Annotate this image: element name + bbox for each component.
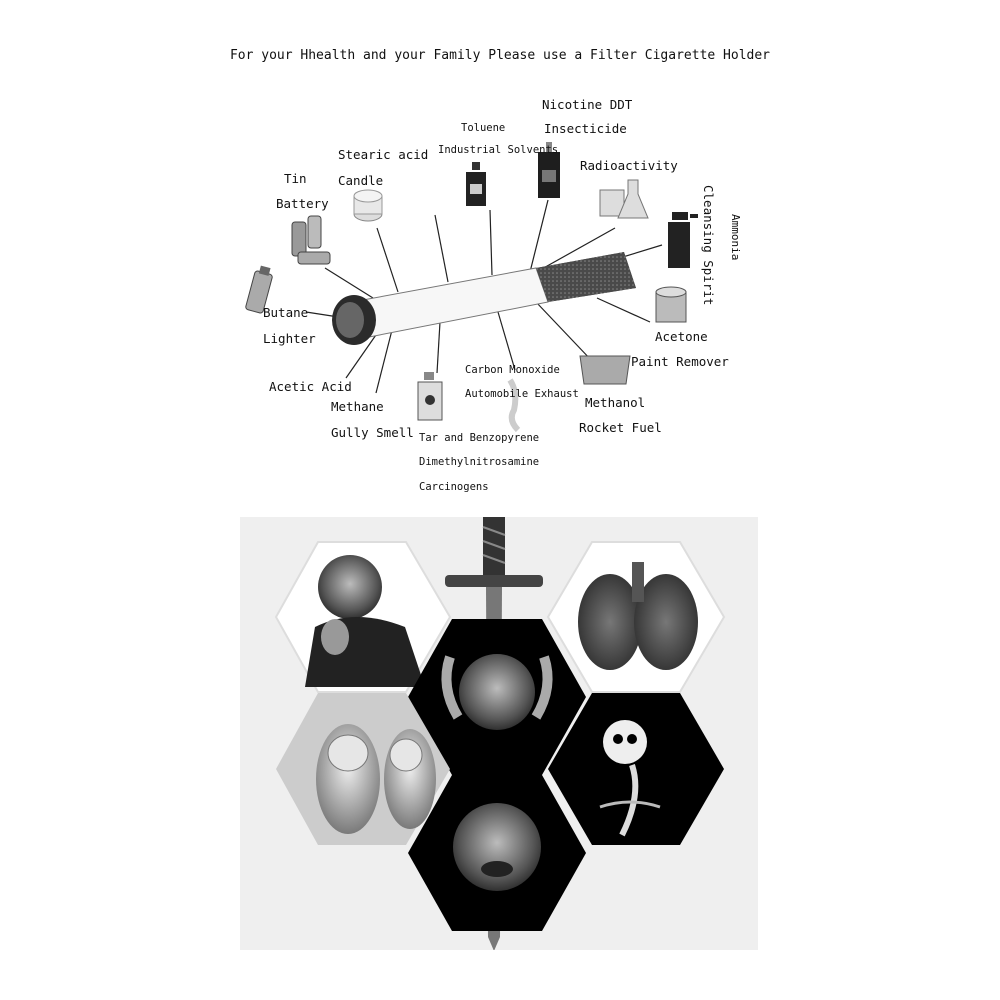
insecticide-can-icon bbox=[538, 142, 560, 198]
label-ammonia: Ammonia bbox=[729, 214, 742, 261]
label-insecticide: Insecticide bbox=[544, 121, 627, 136]
page-title: For your Hhealth and your Family Please … bbox=[229, 48, 771, 63]
battery-icon bbox=[291, 215, 331, 265]
label-candle: Candle bbox=[338, 173, 384, 188]
label-stearic-acid: Stearic acid bbox=[338, 147, 429, 162]
lighter-icon bbox=[245, 265, 273, 314]
coughing-man-hexagon bbox=[274, 541, 452, 693]
health-effects-panel bbox=[240, 517, 758, 951]
skeleton-hexagon bbox=[548, 693, 724, 845]
label-acetone: Acetone bbox=[655, 329, 708, 344]
paint-bucket-icon bbox=[655, 286, 687, 323]
crying-child-hexagon bbox=[408, 775, 586, 931]
spray-bottle-icon bbox=[668, 212, 698, 268]
label-dimethylnitrosamine: Dimethylnitrosamine bbox=[419, 456, 540, 468]
label-automobile-exhaust: Automobile Exhaust bbox=[465, 388, 579, 400]
label-carcinogens: Carcinogens bbox=[419, 481, 489, 493]
exhaust-smoke-icon bbox=[507, 378, 521, 433]
label-industrial-solvents: Industrial Solvents bbox=[438, 144, 559, 156]
poison-bottle-icon bbox=[417, 372, 443, 421]
label-battery: Battery bbox=[276, 196, 329, 211]
label-toluene: Toluene bbox=[461, 122, 506, 134]
toluene-bottle-icon bbox=[466, 162, 486, 206]
label-rocket-fuel: Rocket Fuel bbox=[579, 420, 662, 435]
candle-icon bbox=[353, 189, 383, 222]
label-radioactivity: Radioactivity bbox=[580, 158, 678, 173]
headache-hexagon bbox=[408, 619, 586, 775]
fingernails-hexagon bbox=[276, 693, 450, 845]
lab-glassware-icon bbox=[599, 179, 649, 219]
label-cleansing-spirit: Cleansing Spirit bbox=[701, 185, 716, 306]
label-gully-smell: Gully Smell bbox=[331, 425, 414, 440]
label-methane: Methane bbox=[331, 399, 384, 414]
label-tin: Tin bbox=[284, 171, 307, 186]
label-butane: Butane bbox=[263, 305, 309, 320]
label-tar-benzopyrene: Tar and Benzopyrene bbox=[419, 432, 540, 444]
cigarette-diagram bbox=[245, 142, 698, 433]
paint-remover-icon bbox=[579, 355, 631, 385]
label-carbon-monoxide: Carbon Monoxide bbox=[465, 364, 560, 376]
label-methanol: Methanol bbox=[585, 395, 646, 410]
cigarette-icon bbox=[332, 252, 636, 345]
label-nicotine-ddt: Nicotine DDT bbox=[542, 97, 633, 112]
label-paint-remover: Paint Remover bbox=[631, 354, 729, 369]
hexagon-collage bbox=[274, 517, 726, 951]
leader-lines bbox=[305, 199, 663, 394]
lungs-hexagon bbox=[546, 541, 726, 693]
label-lighter: Lighter bbox=[263, 331, 316, 346]
label-acetic-acid: Acetic Acid bbox=[269, 379, 352, 394]
